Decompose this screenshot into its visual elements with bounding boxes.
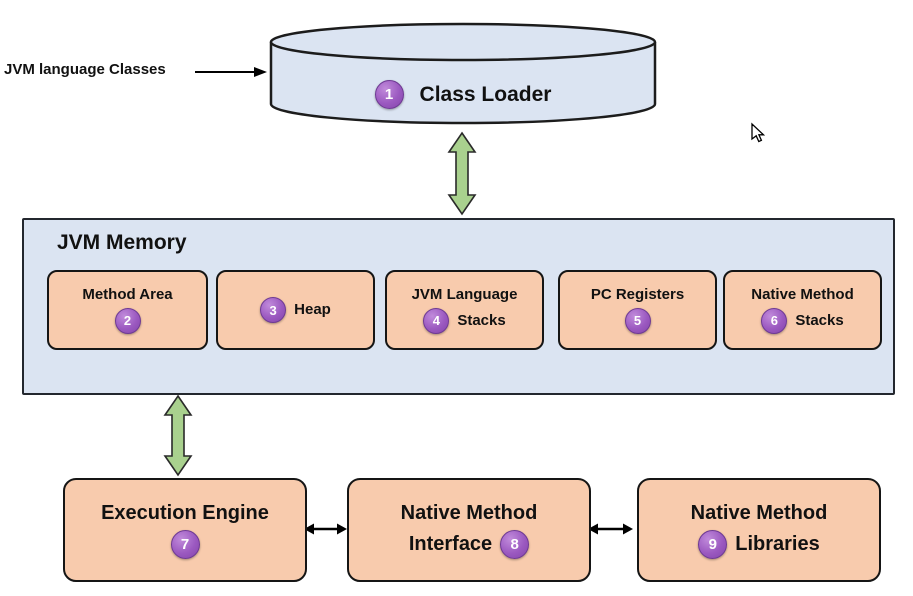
interface-libraries-arrow-icon xyxy=(588,523,633,535)
mouse-cursor-icon xyxy=(751,122,766,143)
native-method-interface-line1: Native Method xyxy=(400,502,538,524)
native-method-interface-node: Native Method Interface 8 xyxy=(347,478,591,582)
heap-label: Heap xyxy=(294,300,331,318)
jvm-language-stacks-line1: JVM Language xyxy=(411,286,518,304)
pc-registers-badge: 5 xyxy=(624,307,651,334)
execution-engine-label: Execution Engine xyxy=(101,502,269,524)
jvm-language-stacks-line2: Stacks xyxy=(457,311,506,329)
native-method-libraries-node: Native Method 9 Libraries xyxy=(637,478,881,582)
pc-registers-label: PC Registers xyxy=(590,286,685,304)
native-method-stacks-badge: 6 xyxy=(761,307,788,334)
engine-interface-arrow-icon xyxy=(304,523,347,535)
pc-registers-node: PC Registers 5 xyxy=(558,270,717,350)
native-method-stacks-node: Native Method 6 Stacks xyxy=(723,270,882,350)
execution-engine-node: Execution Engine 7 xyxy=(63,478,307,582)
native-method-interface-badge: 8 xyxy=(500,530,530,559)
classloader-memory-arrow-icon xyxy=(447,131,477,216)
jvm-language-stacks-node: JVM Language 4 Stacks xyxy=(385,270,544,350)
heap-badge: 3 xyxy=(260,297,287,323)
class-loader-badge: 1 xyxy=(374,80,404,109)
native-method-interface-line2: Interface xyxy=(408,533,493,555)
native-method-libraries-line1: Native Method xyxy=(690,502,828,524)
heap-node: 3 Heap xyxy=(216,270,375,350)
method-area-label: Method Area xyxy=(82,286,173,304)
input-arrow-icon xyxy=(195,67,267,77)
native-method-stacks-line1: Native Method xyxy=(751,286,854,304)
memory-execution-arrow-icon xyxy=(163,394,193,477)
native-method-libraries-badge: 9 xyxy=(698,530,728,559)
class-loader-node: 1 Class Loader xyxy=(280,80,646,109)
method-area-badge: 2 xyxy=(114,307,141,334)
method-area-node: Method Area 2 xyxy=(47,270,208,350)
jvm-memory-title: JVM Memory xyxy=(57,231,187,254)
execution-engine-badge: 7 xyxy=(170,530,200,559)
class-loader-label: Class Loader xyxy=(419,82,552,106)
native-method-stacks-line2: Stacks xyxy=(795,311,844,329)
jvm-language-stacks-badge: 4 xyxy=(423,307,450,334)
input-label: JVM language Classes xyxy=(4,61,166,78)
native-method-libraries-line2: Libraries xyxy=(735,533,820,555)
